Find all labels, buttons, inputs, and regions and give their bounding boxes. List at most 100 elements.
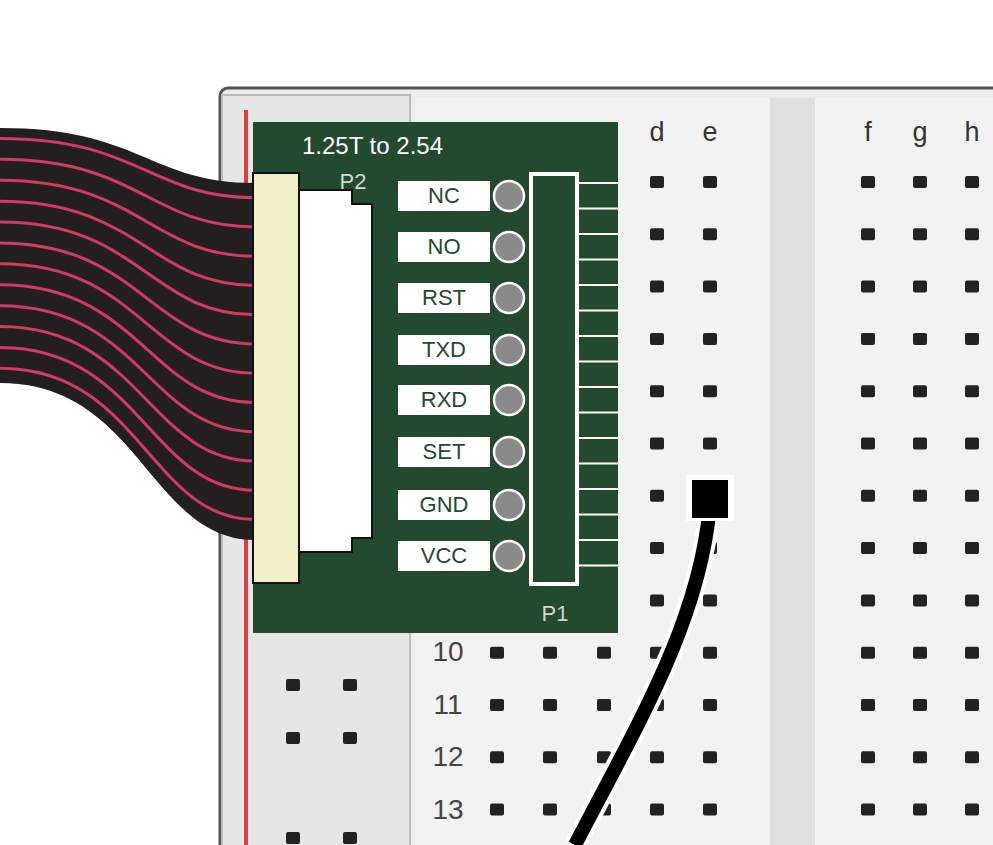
pin-label-box: SET: [398, 437, 490, 467]
wire-plug: [692, 480, 728, 518]
pin-name: NO: [428, 236, 461, 258]
wire-plug-outline: [686, 475, 734, 521]
hole: [703, 804, 717, 816]
hole: [965, 176, 979, 188]
header-pin: [578, 310, 618, 312]
ribbon-stripe: [0, 306, 255, 432]
hole: [597, 647, 611, 659]
header-pin: [578, 259, 618, 261]
hole: [490, 699, 504, 711]
header-pin: [578, 488, 618, 490]
pin-pad: [494, 490, 524, 520]
pin-name: SET: [423, 441, 466, 463]
hole: [650, 751, 664, 763]
hole: [703, 385, 717, 397]
connector-body: [299, 190, 372, 552]
jumper-wire: [575, 505, 710, 845]
connector-name: P2: [340, 171, 367, 193]
hole: [965, 542, 979, 554]
header-pin: [578, 208, 618, 210]
pin-label-box: NC: [398, 181, 490, 211]
connector-housing: [253, 173, 299, 583]
hole: [861, 333, 875, 345]
hole: [650, 385, 664, 397]
header-pin: [578, 514, 618, 516]
hole: [703, 751, 717, 763]
row-number: 13: [432, 796, 463, 824]
hole: [965, 385, 979, 397]
pin-pad: [494, 181, 524, 211]
header-pin: [578, 335, 618, 337]
pin-pad: [494, 232, 524, 262]
ribbon-stripe: [0, 243, 255, 344]
hole: [703, 333, 717, 345]
hole: [703, 699, 717, 711]
hole: [543, 647, 557, 659]
hole: [913, 281, 927, 293]
center-channel: [770, 98, 815, 845]
hole: [861, 228, 875, 240]
hole: [913, 804, 927, 816]
hole: [703, 176, 717, 188]
header-pin: [578, 437, 618, 439]
header-pin: [578, 182, 618, 184]
hole: [490, 751, 504, 763]
ribbon-stripe: [0, 347, 255, 490]
hole: [913, 542, 927, 554]
hole: [650, 333, 664, 345]
hole: [343, 732, 357, 744]
pin-pad: [494, 283, 524, 313]
pin-label-box: RXD: [398, 385, 490, 415]
hole: [861, 647, 875, 659]
hole: [913, 385, 927, 397]
hole: [913, 228, 927, 240]
terminal-area: [815, 98, 993, 845]
column-letter: g: [912, 119, 927, 146]
column-letter: f: [864, 119, 872, 146]
ribbon-cable: [0, 128, 255, 540]
hole: [490, 804, 504, 816]
column-letter: d: [649, 119, 664, 146]
hole: [861, 804, 875, 816]
pin-name: RXD: [421, 389, 467, 411]
hole: [543, 699, 557, 711]
pin-name: RST: [422, 287, 466, 309]
connector-name: P1: [542, 603, 569, 625]
hole: [965, 594, 979, 606]
ribbon-stripe: [0, 285, 255, 403]
pin-name: TXD: [422, 339, 466, 361]
hole: [861, 699, 875, 711]
header-pin: [578, 284, 618, 286]
pin-pad: [494, 385, 524, 415]
hole: [913, 490, 927, 502]
hole: [343, 832, 357, 844]
hole: [861, 594, 875, 606]
hole: [286, 732, 300, 744]
header-pin: [578, 412, 618, 414]
hole: [650, 490, 664, 502]
hole: [650, 281, 664, 293]
header-pin: [578, 565, 618, 567]
breadboard-body: [220, 88, 993, 845]
pin-label-box: NO: [398, 232, 490, 262]
hole: [913, 699, 927, 711]
hole: [861, 281, 875, 293]
hole: [286, 832, 300, 844]
hole: [861, 751, 875, 763]
hole: [965, 281, 979, 293]
ribbon-stripe: [0, 327, 255, 461]
hole: [913, 333, 927, 345]
hole: [965, 490, 979, 502]
header-pin: [578, 233, 618, 235]
hole: [913, 176, 927, 188]
hole: [861, 385, 875, 397]
pin-label-box: RST: [398, 283, 490, 313]
header-pin: [578, 386, 618, 388]
hole: [543, 751, 557, 763]
header-pin: [578, 463, 618, 465]
pin-pads: [494, 181, 524, 571]
row-number: 12: [432, 743, 463, 771]
row-number: 11: [433, 691, 462, 719]
